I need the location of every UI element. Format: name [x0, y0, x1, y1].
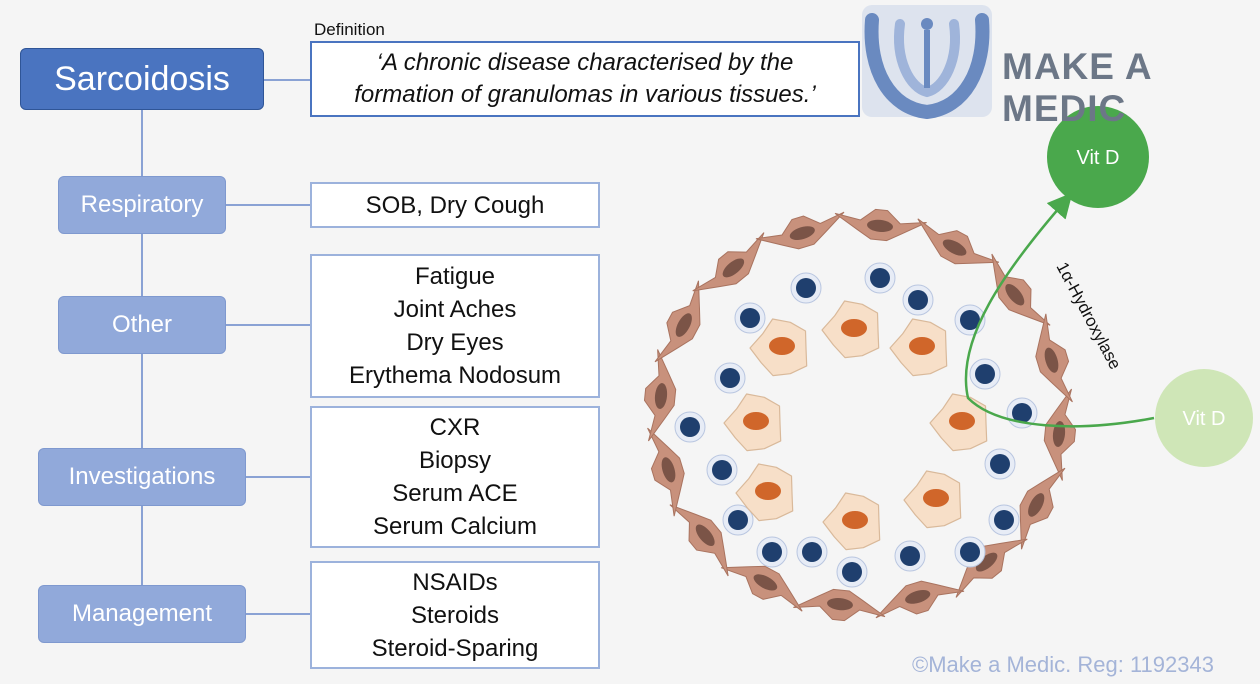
fibroblast-cell [834, 208, 927, 242]
category-respiratory: Respiratory [58, 176, 226, 234]
lymphocyte-cell [756, 536, 788, 568]
fibroblast-cell [875, 580, 965, 619]
definition-line-1: ‘A chronic disease characterised by the [376, 49, 794, 76]
category-other: Other [58, 296, 226, 354]
fibroblast-cell [643, 349, 677, 442]
definition-label: Definition [314, 20, 385, 39]
list-item: Joint Aches [393, 296, 517, 323]
lymphocyte-cell [714, 362, 746, 394]
disease-title: Sarcoidosis [20, 48, 264, 110]
lymphocyte-cell [734, 302, 766, 334]
investigations-box: CXR Biopsy Serum ACE Serum Calcium [310, 406, 600, 548]
vit-d-inactive-label: Vit D [1183, 408, 1226, 430]
lymphocyte-cell [984, 448, 1016, 480]
fibroblast-cell [755, 211, 845, 250]
definition-line-2: formation of granulomas in various tissu… [354, 81, 816, 108]
fibroblast-cell [955, 538, 1028, 598]
other-symptoms-box: Fatigue Joint Aches Dry Eyes Erythema No… [310, 254, 600, 398]
list-item: Dry Eyes [406, 329, 504, 356]
make-a-medic-logo-icon [862, 5, 992, 120]
fibroblast-cell [917, 218, 1000, 265]
macrophage-cell [903, 470, 962, 529]
lymphocyte-cell [864, 262, 896, 294]
fibroblast-cell [692, 232, 765, 292]
macrophage-cell [929, 393, 988, 452]
vit-d-active-label: Vit D [1077, 147, 1120, 169]
fibroblast-cell [1019, 467, 1066, 550]
fibroblast-cell [1043, 388, 1077, 481]
list-item: Fatigue [414, 263, 496, 290]
fibroblast-cell [669, 504, 729, 577]
lymphocyte-cell [954, 536, 986, 568]
hydroxylase-arrow [964, 192, 1155, 428]
lymphocyte-cell [796, 536, 828, 568]
fibroblast-cell [720, 565, 803, 612]
category-investigations: Investigations [38, 448, 246, 506]
list-item: Steroid-Sparing [371, 634, 539, 662]
macrophage-cell [822, 492, 881, 551]
macrophage-cell [735, 463, 794, 522]
lymphocyte-cell [674, 411, 706, 443]
list-item: SOB, Dry Cough [365, 191, 545, 219]
lymphocyte-cell [902, 284, 934, 316]
granuloma-illustration [643, 208, 1077, 622]
macrophage-cell [889, 318, 948, 377]
fibroblast-cell [654, 280, 701, 363]
fibroblast-cell [647, 427, 685, 517]
vit-d-inactive-node: Vit D [1155, 369, 1253, 467]
definition-box: ‘A chronic disease characterised by the … [310, 41, 860, 117]
category-management: Management [38, 585, 246, 643]
macrophage-cell [723, 393, 782, 452]
lymphocyte-cell [722, 504, 754, 536]
macrophage-cell [821, 300, 880, 359]
list-item: Erythema Nodosum [348, 362, 562, 389]
lymphocyte-cell [706, 454, 738, 486]
macrophage-cell [749, 318, 808, 377]
management-box: NSAIDs Steroids Steroid-Sparing [310, 561, 600, 669]
list-item: Serum ACE [392, 480, 518, 507]
lymphocyte-cell [790, 272, 822, 304]
vit-d-active-node: Vit D [1047, 106, 1149, 208]
list-item: Serum Calcium [372, 513, 538, 540]
lymphocyte-cell [969, 358, 1001, 390]
respiratory-symptoms-box: SOB, Dry Cough [310, 182, 600, 228]
fibroblast-cell [1035, 313, 1073, 403]
lymphocyte-cell [988, 504, 1020, 536]
fibroblast-cell [991, 253, 1051, 326]
lymphocyte-cell [836, 556, 868, 588]
list-item: Biopsy [418, 447, 492, 474]
list-item: CXR [429, 414, 481, 441]
list-item: NSAIDs [412, 568, 498, 596]
brand-name: MAKE A MEDIC [1002, 46, 1152, 129]
fibroblast-cell [793, 588, 886, 622]
copyright-text: ©Make a Medic. Reg: 1192343 [912, 652, 1214, 677]
list-item: Steroids [410, 601, 500, 629]
lymphocyte-cell [894, 540, 926, 572]
